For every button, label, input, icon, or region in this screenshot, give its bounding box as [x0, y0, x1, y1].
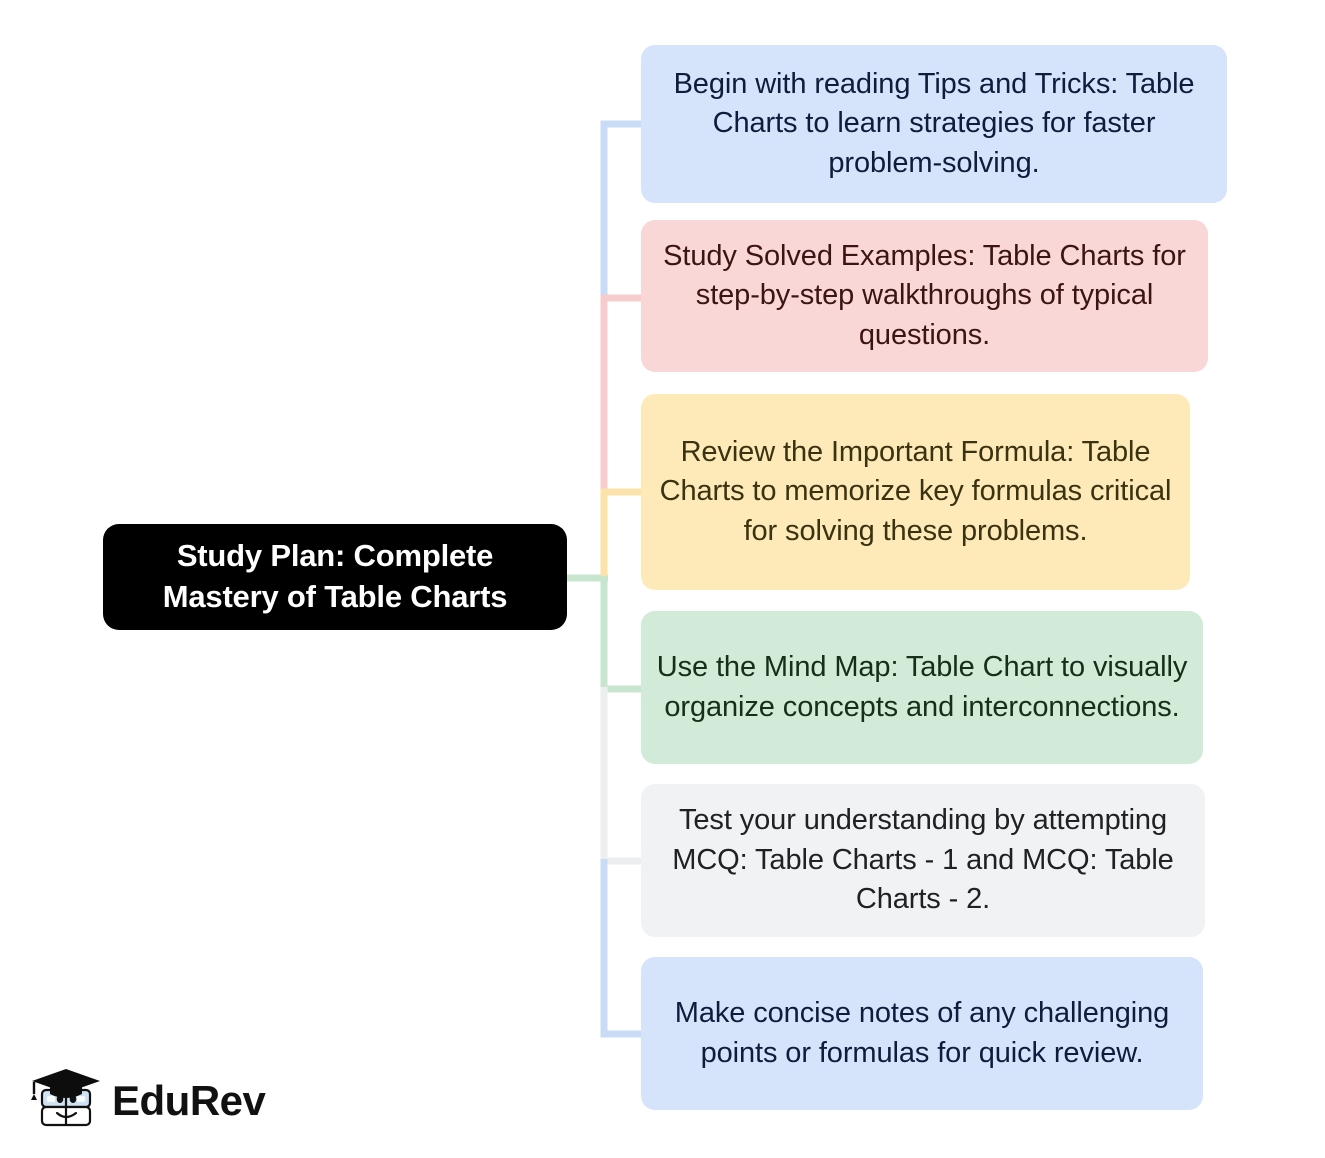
- branch-node-3[interactable]: Review the Important Formula: Table Char…: [641, 394, 1190, 590]
- edurev-logo: EduRev: [28, 1062, 288, 1140]
- connector-branch-2: [600, 294, 645, 494]
- branch-node-1-label: Begin with reading Tips and Tricks: Tabl…: [673, 67, 1195, 179]
- branch-node-3-label: Review the Important Formula: Table Char…: [659, 435, 1172, 547]
- edurev-logo-text: EduRev: [112, 1077, 266, 1124]
- root-node-label: Study Plan: Complete Mastery of Table Ch…: [162, 538, 508, 614]
- branch-node-6[interactable]: Make concise notes of any challenging po…: [641, 957, 1203, 1110]
- branch-node-4[interactable]: Use the Mind Map: Table Chart to visuall…: [641, 611, 1203, 764]
- branch-node-4-label: Use the Mind Map: Table Chart to visuall…: [656, 651, 1188, 723]
- graduation-cap-book-icon: [31, 1069, 100, 1127]
- branch-node-6-label: Make concise notes of any challenging po…: [674, 997, 1170, 1069]
- root-node[interactable]: Study Plan: Complete Mastery of Table Ch…: [103, 524, 567, 630]
- branch-node-5[interactable]: Test your understanding by attempting MC…: [641, 784, 1205, 937]
- branch-node-5-label: Test your understanding by attempting MC…: [672, 804, 1174, 916]
- connector-branch-3: [600, 488, 645, 578]
- connector-branch-6: [600, 859, 645, 1038]
- branch-node-2[interactable]: Study Solved Examples: Table Charts for …: [641, 220, 1208, 372]
- branch-node-1[interactable]: Begin with reading Tips and Tricks: Tabl…: [641, 45, 1227, 203]
- branch-node-2-label: Study Solved Examples: Table Charts for …: [663, 239, 1186, 351]
- connector-branch-4: [600, 576, 645, 693]
- connector-branch-5: [600, 687, 645, 865]
- connector-branch-1: [600, 120, 645, 300]
